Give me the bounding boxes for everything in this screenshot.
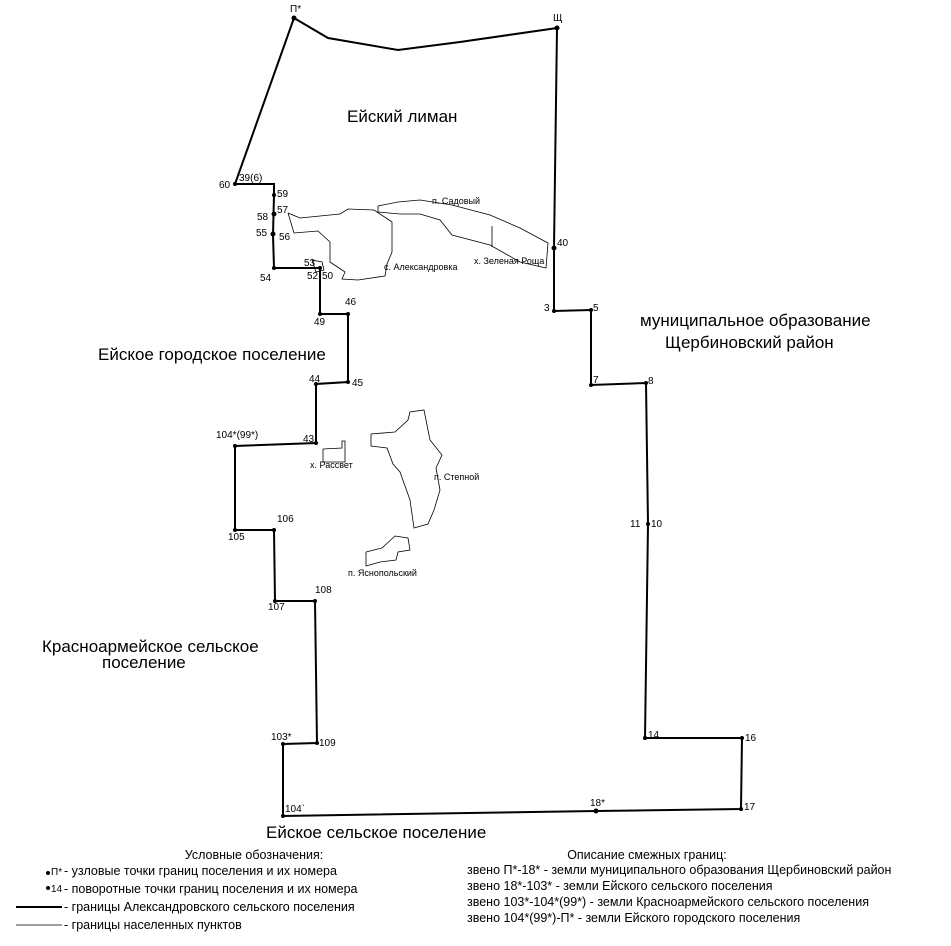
settlement-alexandrovka (287, 199, 549, 281)
point-label: 3 (544, 303, 550, 314)
point-label: 43 (303, 434, 315, 445)
point-label: 55 (256, 228, 268, 239)
point-label: 7 (593, 375, 599, 386)
point-label: 40 (557, 238, 569, 249)
legend-text: - узловые точки границ поселения и их но… (64, 864, 337, 878)
point-label: 54 (260, 273, 272, 284)
point-label: 60 (219, 180, 231, 191)
point-label: 109 (319, 738, 336, 749)
point-label: 105 (228, 532, 245, 543)
svg-text:14: 14 (51, 884, 62, 895)
point-label: 49 (314, 317, 326, 328)
point-label: 46 (345, 297, 357, 308)
turn-point-icon: 14 (46, 884, 62, 895)
point-label: Щ (553, 13, 562, 24)
label-krasn-1: Красноармейское сельское (42, 637, 259, 656)
description-row: звено 104*(99*)-П* - земли Ейского город… (467, 911, 801, 925)
point-label: 11 (630, 519, 641, 530)
point-label: 52 (307, 271, 319, 282)
point-label: 53 (304, 258, 316, 269)
label-krasn-2: поселение (102, 653, 186, 672)
boundary-points (233, 15, 744, 818)
legend-title: Условные обозначения: (184, 848, 324, 862)
description-title: Описание смежных границ: (567, 848, 727, 862)
label-liman: Ейский лиман (347, 107, 457, 126)
point-label: 59 (277, 189, 289, 200)
point-label: 106 (277, 514, 294, 525)
point-label: 50 (322, 271, 334, 282)
legend-text: - границы населенных пунктов (64, 918, 242, 932)
point-label: 17 (744, 802, 756, 813)
node-point-icon: П* (46, 867, 62, 878)
point-label: 107 (268, 602, 285, 613)
label-alexandrovka: с. Александровка (384, 262, 457, 272)
legend-row-node: П* - узловые точки границ поселения и их… (14, 862, 434, 880)
thick-line-icon (16, 906, 62, 908)
point-label: 58 (257, 212, 269, 223)
legend-text: - границы Александровского сельского пос… (64, 900, 355, 914)
settlement-rassvet (322, 440, 346, 463)
label-yasnopolsky: п. Яснопольский (348, 568, 417, 578)
point-labels: П* Щ 39(6) 60 59 58 57 55 56 54 53 52 50… (216, 4, 757, 815)
settlement-boundary (233, 17, 744, 818)
label-eysk-rural: Ейское сельское поселение (266, 823, 486, 842)
label-rassvet: х. Рассвет (310, 460, 353, 470)
legend-text: - поворотные точки границ поселения и их… (64, 882, 358, 896)
point-label: 10 (651, 519, 663, 530)
point-label: 45 (352, 378, 364, 389)
point-label: 18* (590, 798, 605, 809)
point-label: 108 (315, 585, 332, 596)
settlement-stepnoy (370, 409, 443, 529)
legend: Условные обозначения: П* - узловые точки… (14, 848, 434, 934)
point-label: 104` (285, 803, 305, 815)
legend-row-turn: 14 - поворотные точки границ поселения и… (14, 880, 434, 898)
settlement-yasnopolsky (365, 535, 411, 567)
svg-text:П*: П* (51, 867, 62, 878)
description-row: звено П*-18* - земли муниципального обра… (467, 863, 892, 877)
point-label: П* (290, 4, 301, 15)
thin-line-icon (16, 924, 62, 926)
point-label: 5 (593, 303, 599, 314)
adjacent-boundaries: Описание смежных границ: звено П*-18* - … (467, 848, 947, 926)
point-label: 8 (648, 376, 654, 387)
point-label: 103* (271, 732, 292, 743)
point-label: 56 (279, 232, 291, 243)
description-row: звено 18*-103* - земли Ейского сельского… (467, 879, 773, 893)
point-label: 16 (745, 733, 757, 744)
label-stepnoy: п. Степной (434, 472, 479, 482)
description-row: звено 103*-104*(99*) - земли Красноармей… (467, 895, 869, 909)
label-mun-1: муниципальное образование (640, 311, 871, 330)
boundary-map: Ейский лиман Ейское городское поселение … (42, 4, 871, 842)
point-label: 44 (309, 374, 321, 385)
point-label: 57 (277, 205, 289, 216)
label-eysk-city: Ейское городское поселение (98, 345, 326, 364)
legend-row-boundary: - границы Александровского сельского пос… (14, 898, 434, 916)
point-label: 39(6) (239, 173, 262, 184)
legend-row-settlement: - границы населенных пунктов (14, 916, 434, 934)
label-sadovy: п. Садовый (432, 196, 480, 206)
point-label: 14 (648, 730, 660, 741)
label-mun-2: Щербиновский район (665, 333, 834, 352)
label-zelenaya: х. Зеленая Роща (474, 256, 544, 266)
point-label: 104*(99*) (216, 430, 258, 441)
